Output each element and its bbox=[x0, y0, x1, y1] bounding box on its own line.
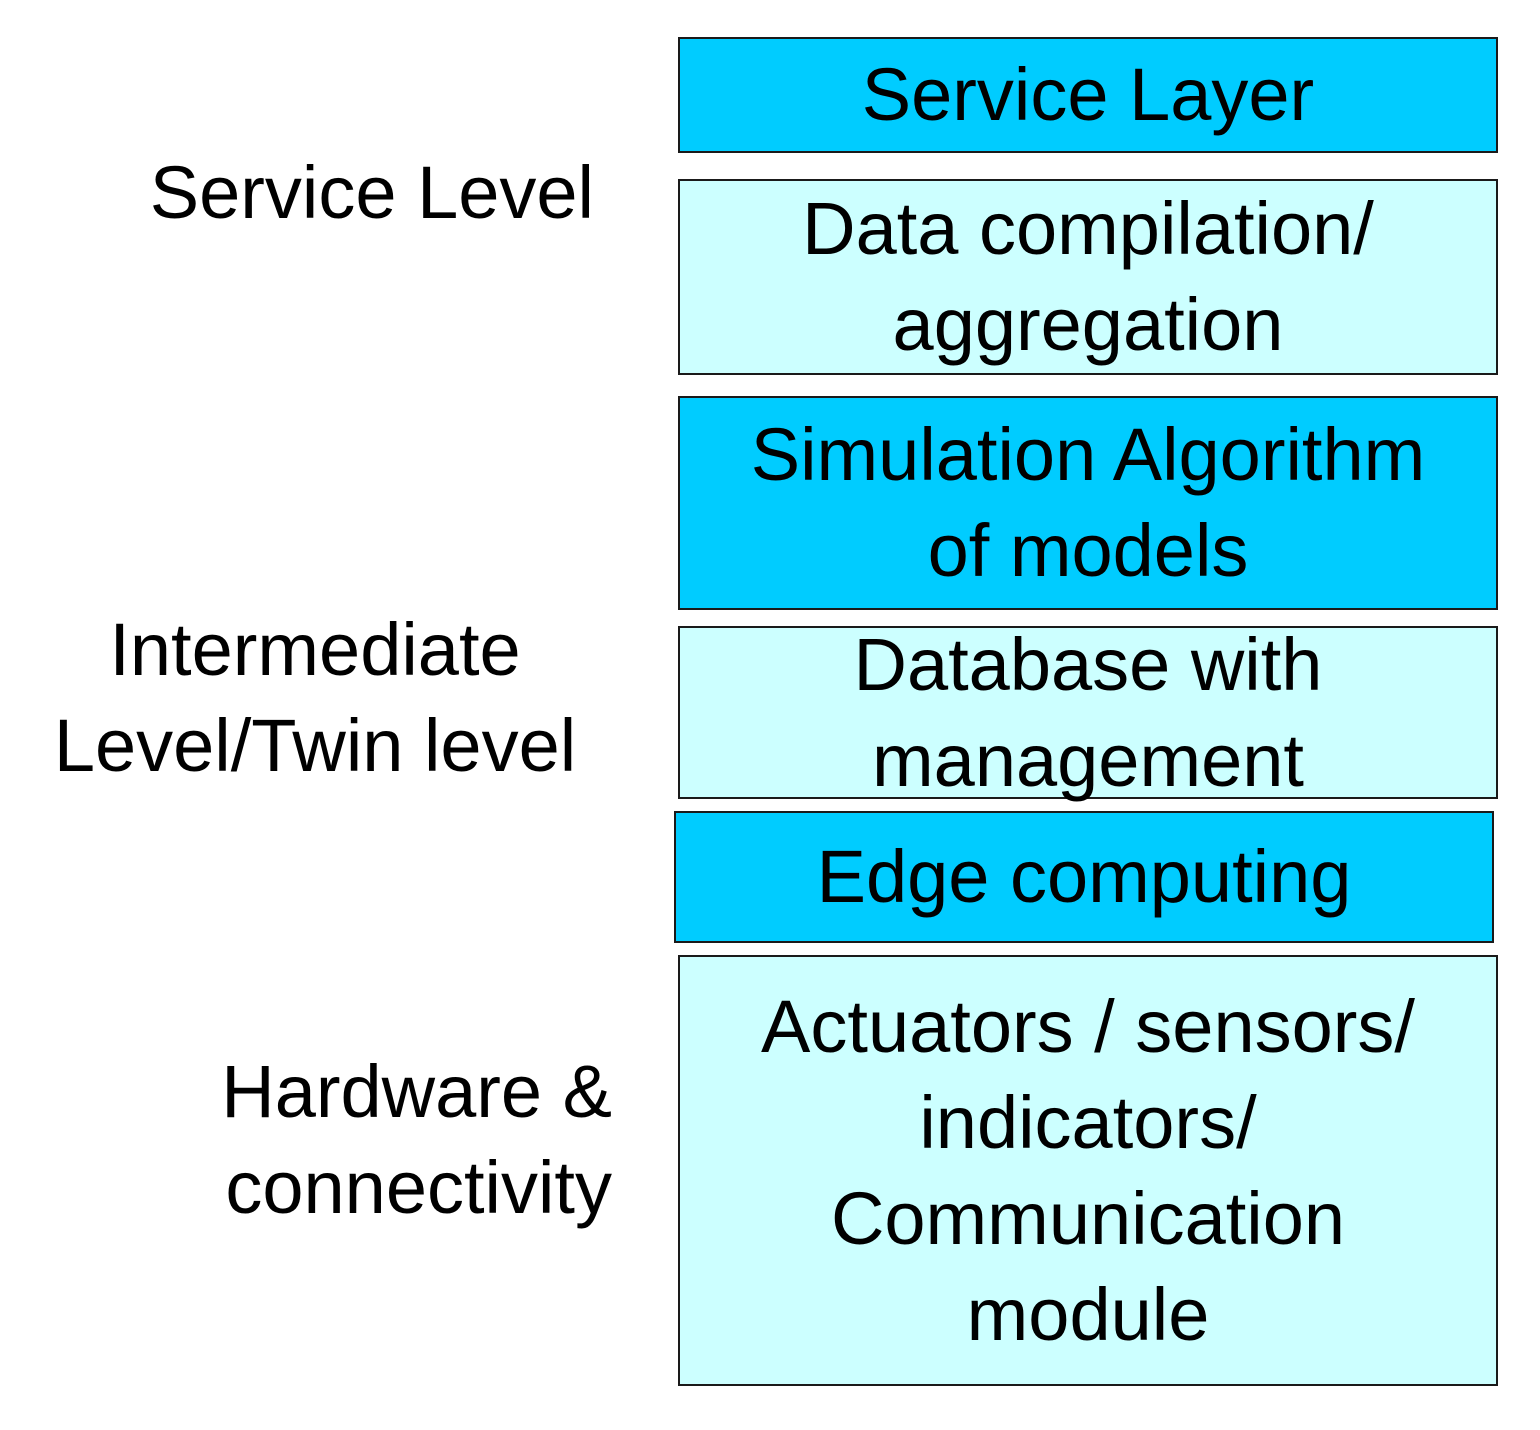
service-layer-text: Service Layer bbox=[861, 53, 1315, 136]
simulation-algorithm-box: Simulation Algorithm of models bbox=[678, 396, 1498, 610]
database-management-box: Database with management bbox=[678, 623, 1498, 802]
actuators-sensors-text: Actuators / sensors/ indicators/ Communi… bbox=[761, 984, 1415, 1356]
actuators-sensors-box: Actuators / sensors/ indicators/ Communi… bbox=[678, 955, 1498, 1386]
intermediate-level-label: Intermediate Level/Twin level bbox=[53, 608, 577, 787]
service-level-label: Service Level bbox=[149, 151, 594, 234]
edge-computing-text: Edge computing bbox=[816, 835, 1352, 918]
data-compilation-text: Data compilation/ aggregation bbox=[802, 187, 1374, 366]
hardware-level-label: Hardware & connectivity bbox=[221, 1050, 612, 1229]
data-compilation-box: Data compilation/ aggregation bbox=[678, 179, 1498, 375]
edge-computing-box: Edge computing bbox=[674, 811, 1494, 943]
simulation-algorithm-text: Simulation Algorithm of models bbox=[750, 413, 1426, 592]
service-layer-box: Service Layer bbox=[678, 37, 1498, 153]
database-management-text: Database with management bbox=[853, 622, 1323, 802]
